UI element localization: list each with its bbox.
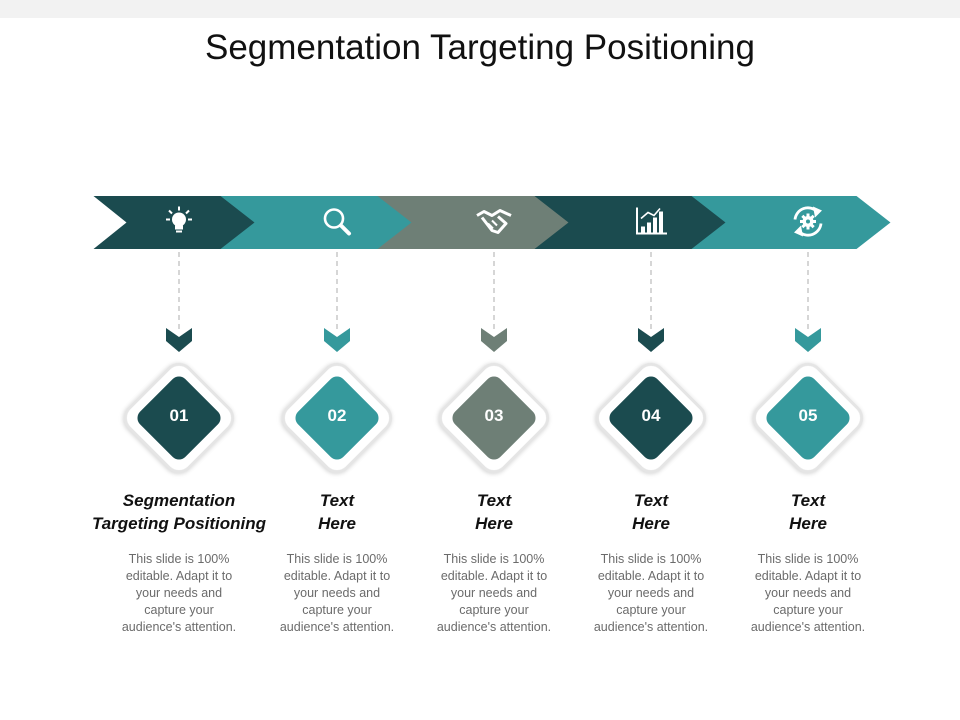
description-line: This slide is 100%: [128, 552, 230, 566]
step-2-arrow: [220, 196, 420, 249]
gear-refresh-icon: [793, 206, 823, 237]
slide-title: Segmentation Targeting Positioning: [204, 28, 755, 67]
growth-chart-icon: [636, 207, 667, 235]
step-5-description: This slide is 100% editable. Adapt it to y…: [733, 551, 883, 636]
description-line: your needs and: [450, 586, 538, 600]
description-line: audience's attention.: [593, 620, 709, 634]
step-heading-line: Text: [633, 491, 669, 510]
step-3-arrow: [377, 196, 577, 249]
description-line: capture your: [144, 603, 214, 617]
description-line: capture your: [616, 603, 686, 617]
step-heading-line: Here: [318, 514, 356, 533]
lightbulb-icon: [166, 206, 192, 233]
description-line: editable. Adapt it to: [597, 569, 705, 583]
chevron-down-icon: [324, 328, 350, 352]
step-heading-line: Here: [632, 514, 670, 533]
step-3-arrow-shape: [377, 196, 577, 249]
step-heading-line: Text: [790, 491, 826, 510]
description-line: editable. Adapt it to: [125, 569, 233, 583]
handshake-icon: [476, 209, 512, 234]
step-heading-line: Text: [319, 491, 355, 510]
magnifier-icon: [323, 208, 351, 236]
step-2-description: This slide is 100% editable. Adapt it to y…: [262, 551, 412, 636]
step-1-number: 01: [169, 406, 189, 425]
description-line: This slide is 100%: [757, 552, 859, 566]
description-line: capture your: [459, 603, 529, 617]
step-heading-line: Here: [789, 514, 827, 533]
chevron-down-icon: [166, 328, 192, 352]
description-line: capture your: [302, 603, 372, 617]
step-5-diamond: [766, 376, 850, 460]
step-1-diamond: [137, 376, 221, 460]
step-5-number: 05: [798, 406, 818, 425]
description-line: your needs and: [607, 586, 695, 600]
step-heading-line: Here: [475, 514, 513, 533]
chevron-down-icon: [795, 328, 821, 352]
step-heading-line: Text: [476, 491, 512, 510]
description-line: This slide is 100%: [443, 552, 545, 566]
step-3-diamond: [452, 376, 536, 460]
description-line: your needs and: [764, 586, 852, 600]
step-3-number: 03: [484, 406, 504, 425]
description-line: audience's attention.: [121, 620, 237, 634]
description-line: your needs and: [135, 586, 223, 600]
description-line: editable. Adapt it to: [440, 569, 548, 583]
step-4-number: 04: [641, 406, 661, 425]
chevron-down-icon: [638, 328, 664, 352]
step-heading-line: Segmentation: [122, 491, 236, 510]
step-2-arrow-shape: [220, 196, 420, 249]
description-line: audience's attention.: [750, 620, 866, 634]
step-2-number: 02: [327, 406, 347, 425]
description-line: editable. Adapt it to: [754, 569, 862, 583]
step-1-description: This slide is 100% editable. Adapt it to y…: [104, 551, 254, 636]
step-5-arrow-shape: [691, 196, 891, 249]
step-5-arrow: [691, 196, 891, 249]
top-band: [0, 0, 960, 18]
step-heading-line: Targeting Positioning: [91, 514, 267, 533]
step-2-diamond: [295, 376, 379, 460]
step-4-arrow-shape: [534, 196, 734, 249]
step-3-description: This slide is 100% editable. Adapt it to y…: [419, 551, 569, 636]
step-4-arrow: [534, 196, 734, 249]
description-line: your needs and: [293, 586, 381, 600]
description-line: capture your: [773, 603, 843, 617]
description-line: audience's attention.: [279, 620, 395, 634]
chevron-down-icon: [481, 328, 507, 352]
description-line: This slide is 100%: [286, 552, 388, 566]
step-4-diamond: [609, 376, 693, 460]
description-line: This slide is 100%: [600, 552, 702, 566]
description-line: editable. Adapt it to: [283, 569, 391, 583]
step-4-description: This slide is 100% editable. Adapt it to y…: [576, 551, 726, 636]
description-line: audience's attention.: [436, 620, 552, 634]
